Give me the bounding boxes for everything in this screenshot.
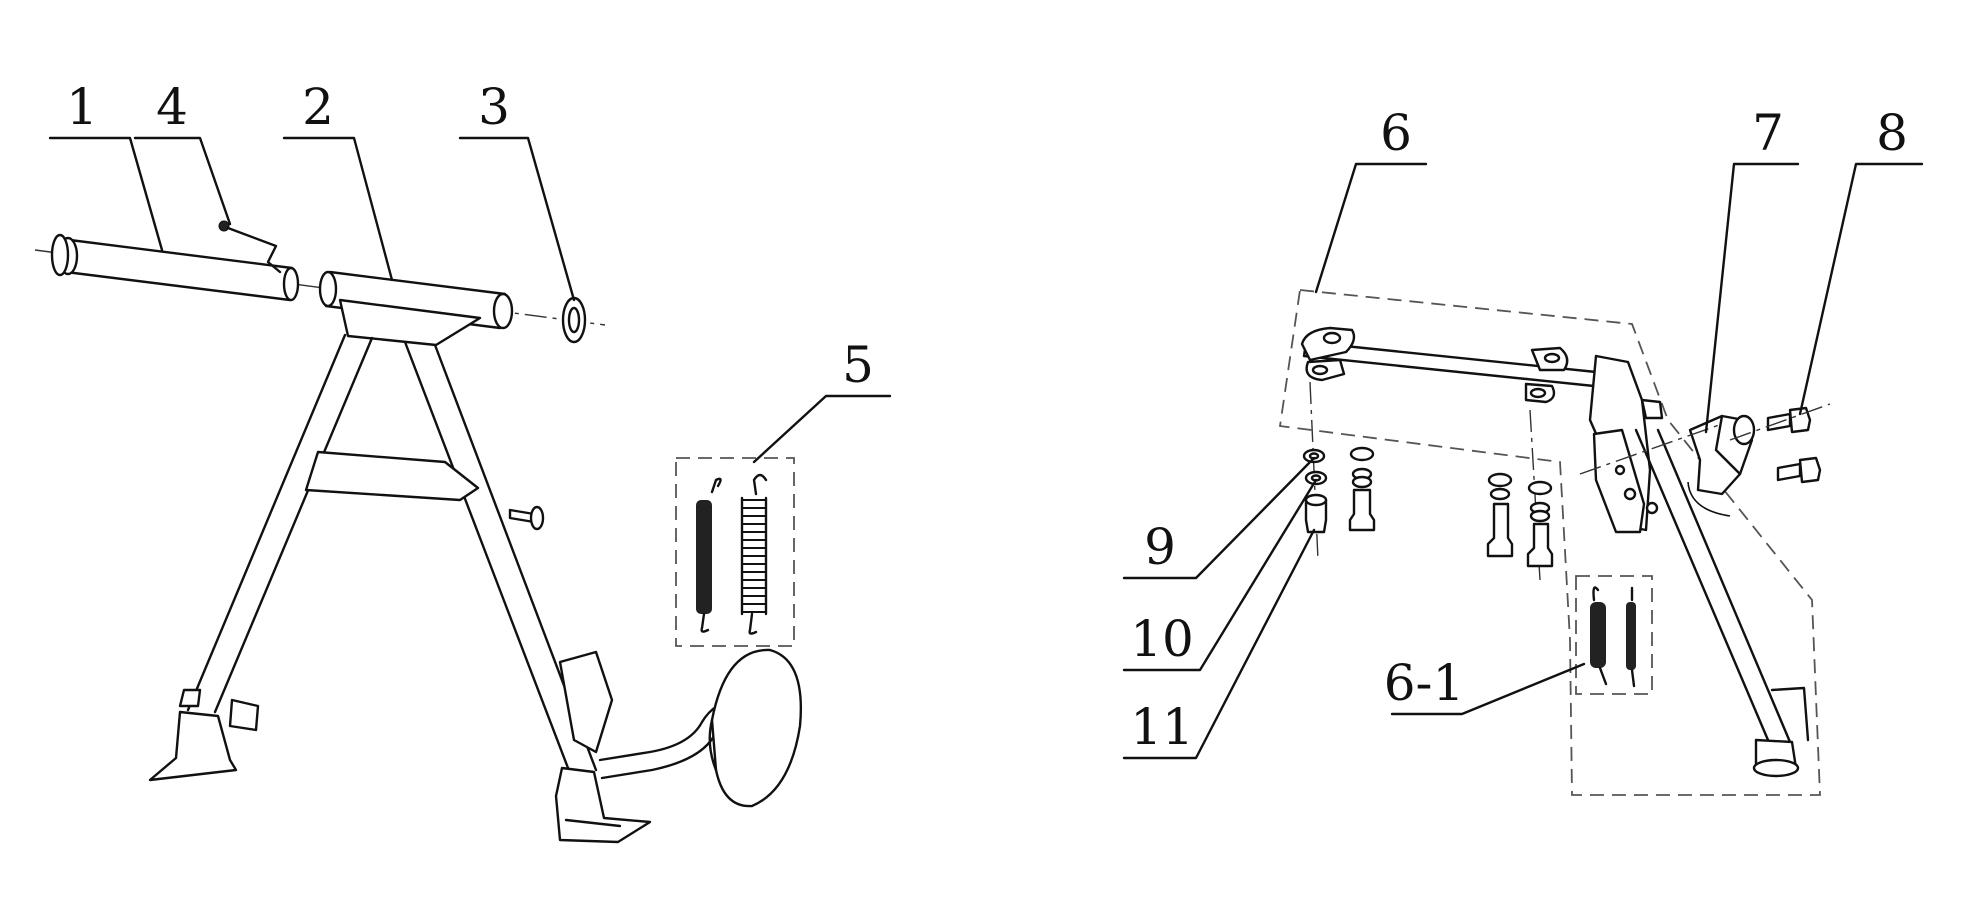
callout-11: 11 [1130,698,1194,756]
callout-8: 8 [1876,104,1908,162]
callout-4: 4 [156,78,188,136]
leader-3 [458,136,576,302]
bolt-axis-line-2 [1529,409,1541,581]
mount-bolts [1302,446,1554,568]
leader-4 [133,136,232,226]
leader-9 [1122,456,1316,580]
washer [561,296,587,344]
main-stand-assembly [34,220,802,844]
callout-6-1: 6-1 [1384,654,1465,712]
leader-2 [282,136,394,282]
callout-9: 9 [1144,518,1176,576]
side-stand-outline [1278,289,1821,796]
stand-frame [148,270,802,844]
leader-11 [1122,528,1316,760]
leader-7 [1704,162,1800,434]
callout-1: 1 [66,78,98,136]
leader-6 [1314,162,1428,294]
screw-axis-line [1729,403,1831,441]
side-stand-springs [1575,575,1653,695]
leader-10 [1122,478,1318,672]
side-stand-switch [1687,414,1756,517]
callout-2: 2 [302,78,334,136]
callout-labels: 1 4 2 3 5 6 7 8 9 10 11 6-1 [66,78,1908,756]
stand-springs [675,457,795,647]
side-stand-leg [1634,428,1810,778]
leader-lines [48,136,1924,760]
side-stand-bracket [1300,326,1664,534]
cotter-pin [218,220,282,274]
side-stand-assembly [1278,289,1831,796]
callout-3: 3 [478,78,510,136]
leader-8 [1798,162,1924,416]
pivot-shaft [50,233,300,302]
switch-screws [1766,406,1822,484]
callout-5: 5 [842,336,874,394]
switch-axis-line [1579,423,1723,475]
callout-6: 6 [1380,104,1412,162]
callout-10: 10 [1130,610,1194,668]
callout-7: 7 [1752,104,1784,162]
leader-5 [752,394,892,464]
leader-1 [48,136,164,252]
leader-6-1 [1390,662,1586,716]
